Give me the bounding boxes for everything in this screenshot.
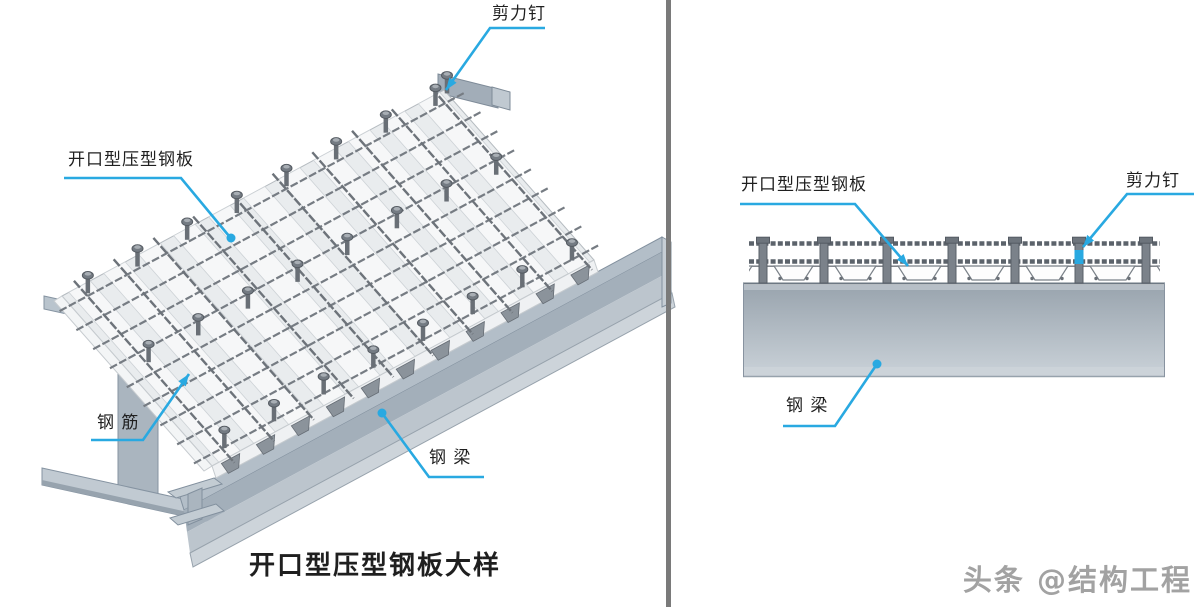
highlighted-shear-stud	[1074, 250, 1084, 264]
label-beam-left: 钢 梁	[429, 448, 472, 468]
leader-deck-right	[740, 202, 909, 267]
label-deck-right: 开口型压型钢板	[741, 175, 867, 195]
leader-shear-stud-left	[444, 26, 545, 91]
leader-beam-right	[783, 359, 882, 428]
steel-beam-elevation	[743, 282, 1165, 378]
shear-studs-3d	[81, 71, 578, 449]
view-title: 开口型压型钢板大样	[249, 551, 502, 581]
leader-shear-stud-right	[1081, 192, 1194, 248]
label-shear-stud-right: 剪力钉	[1126, 171, 1180, 191]
leader-beam-left	[377, 408, 484, 479]
watermark: 头条 @结构工程	[962, 563, 1192, 597]
label-beam-right: 钢 梁	[786, 396, 829, 416]
leader-rebar-left	[91, 373, 191, 442]
isometric-view	[41, 71, 676, 568]
panel-divider	[666, 0, 671, 607]
steel-beam-main	[166, 236, 676, 568]
elevation-view	[743, 236, 1165, 378]
leader-deck-left	[64, 176, 236, 243]
label-shear-stud-left: 剪力钉	[492, 4, 546, 24]
leader-lines	[64, 26, 1194, 479]
label-deck-left: 开口型压型钢板	[68, 150, 194, 170]
label-rebar-left: 钢 筋	[97, 413, 140, 433]
